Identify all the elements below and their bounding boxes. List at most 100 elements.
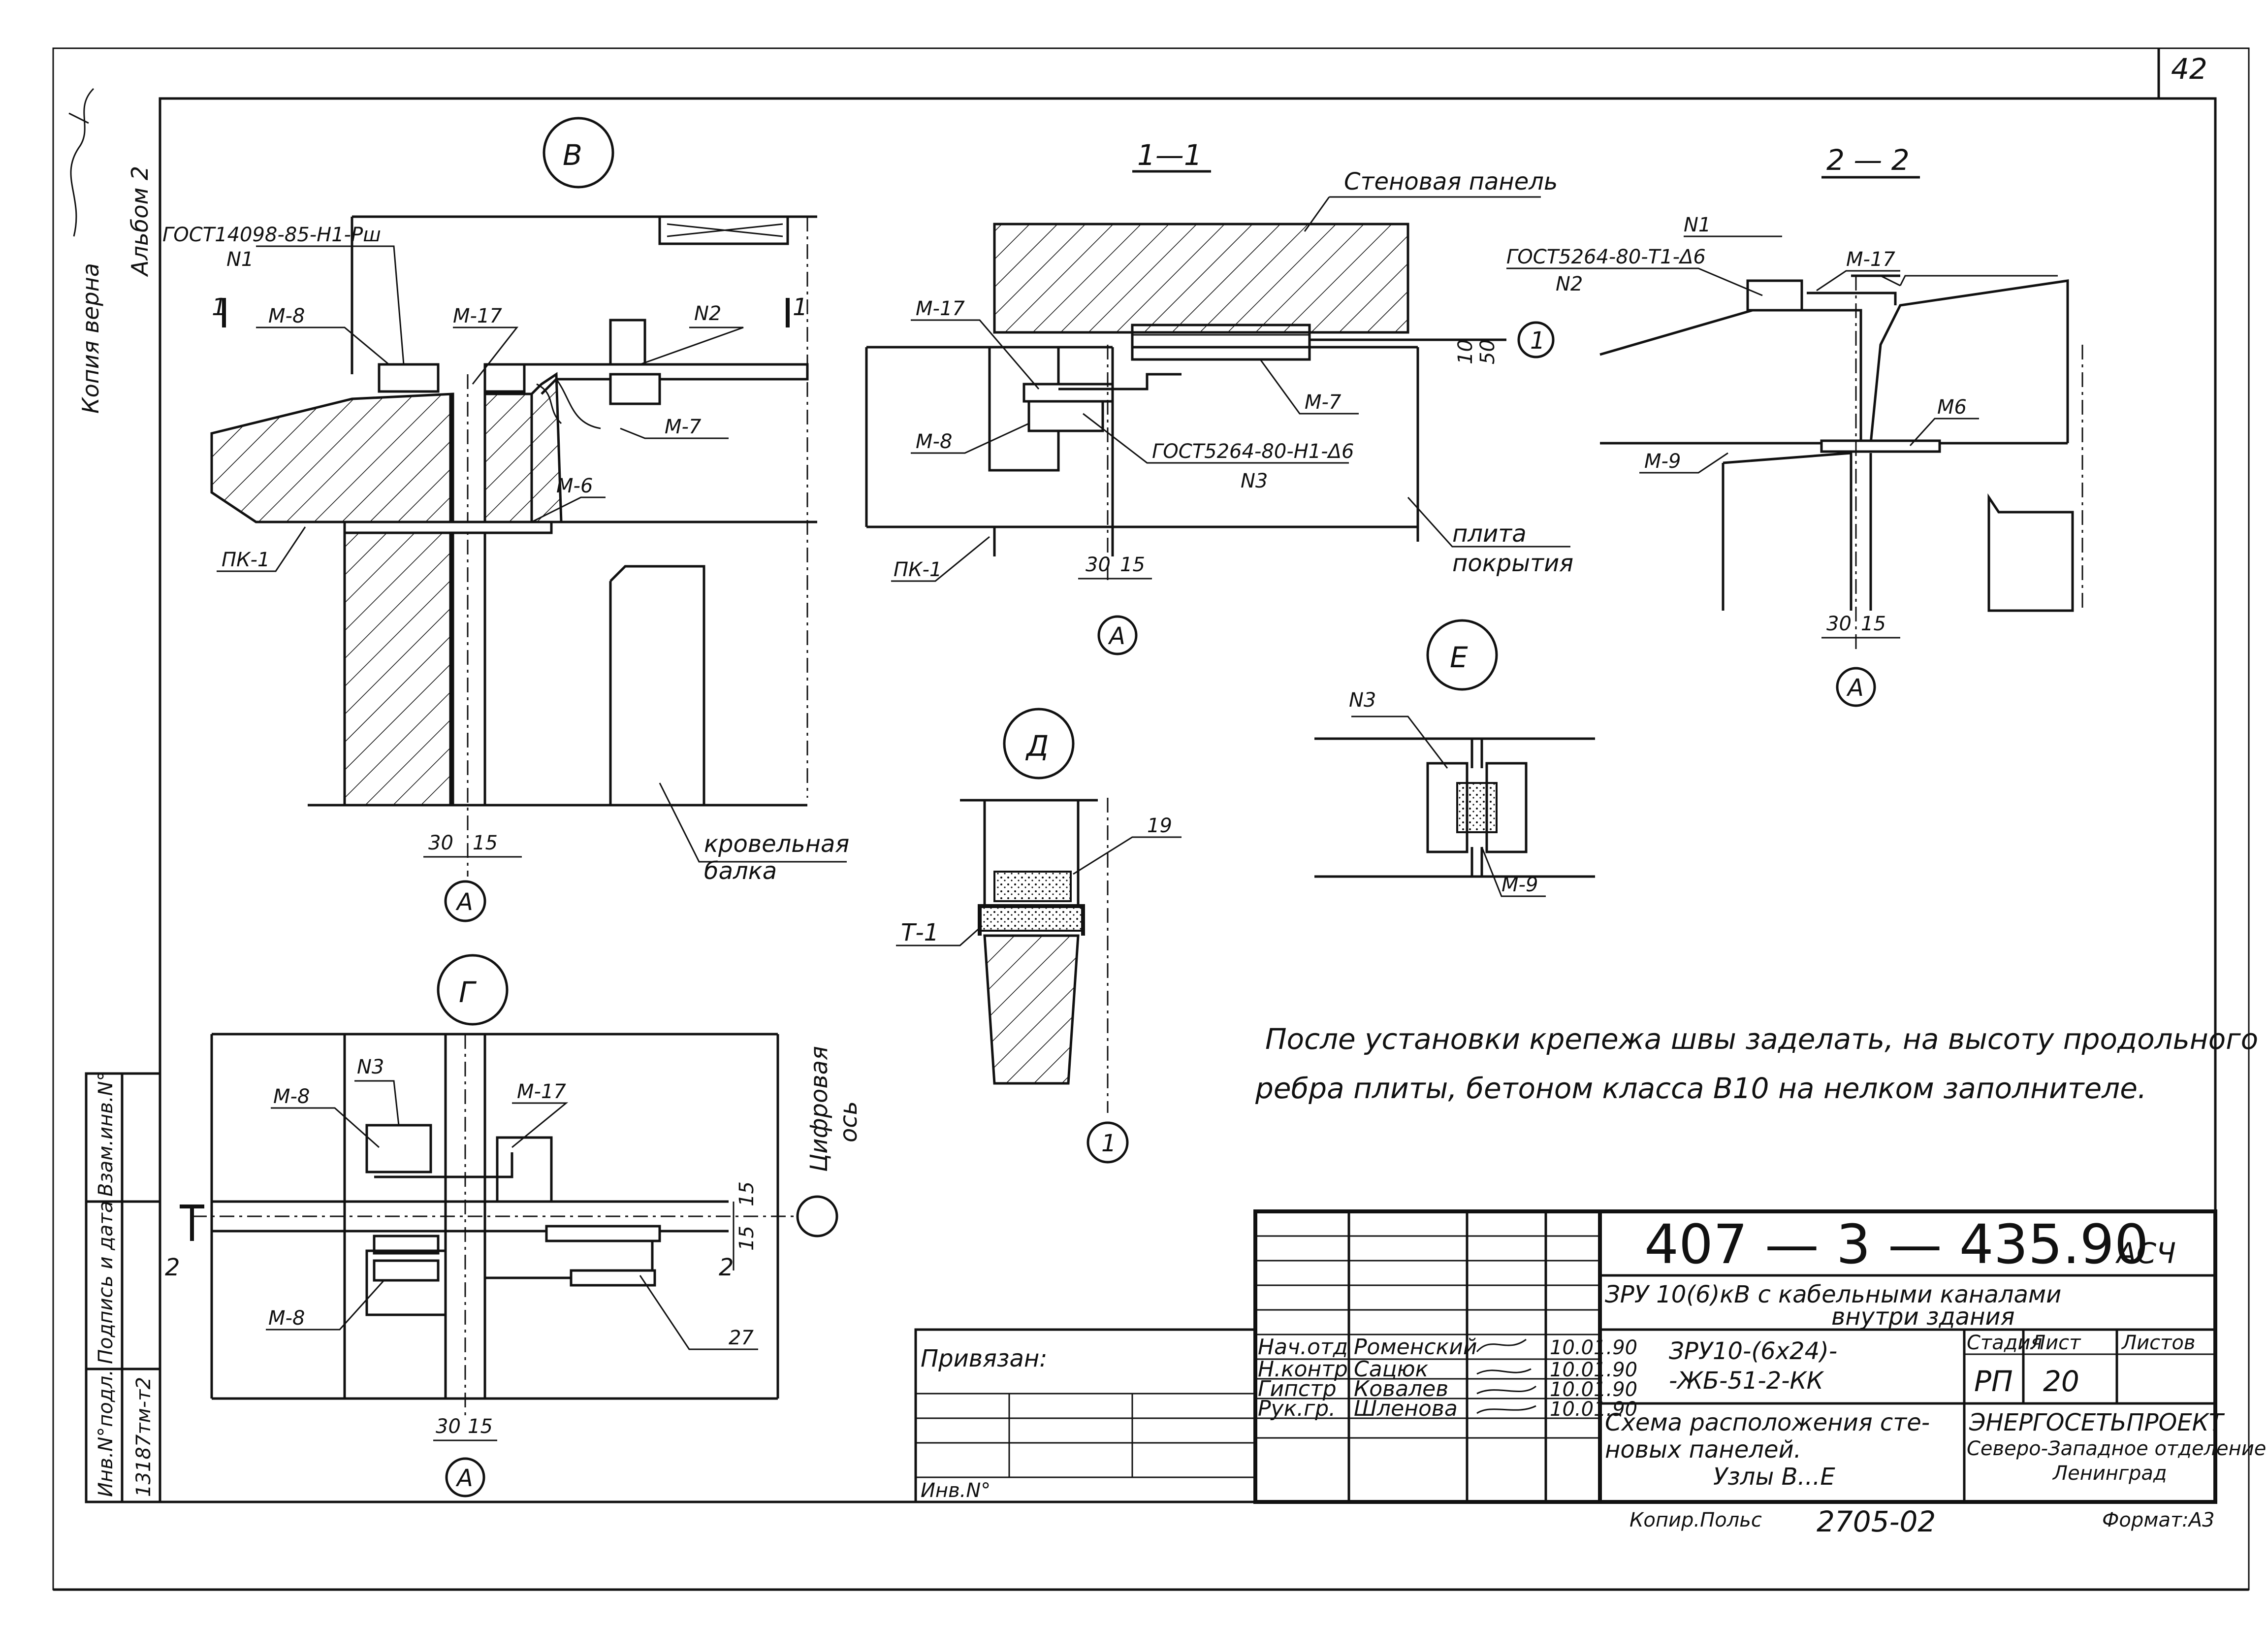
sidebar-inv-orig: Инв.N°подл. xyxy=(95,1369,117,1497)
sidebar-table: Инв.N°подл. 13187тм-т2 Подпись и дата Вз… xyxy=(85,1072,161,1503)
title-org-3: Ленинград xyxy=(2052,1462,2167,1485)
title-desc-2: новых панелей. xyxy=(1605,1436,1801,1464)
node-v-dim-15: 15 xyxy=(473,832,498,854)
node-v-axis: А xyxy=(455,888,473,916)
section-2-2-dim-30: 30 xyxy=(1826,613,1852,635)
section-1-1-wall-label: Стеновая панель xyxy=(1344,168,1558,195)
title-doc-2: -ЖБ-51-2-КК xyxy=(1669,1367,1824,1395)
node-g-dim-15: 15 xyxy=(468,1415,493,1438)
node-e-n3: N3 xyxy=(1349,689,1376,712)
node-v-dim-30: 30 xyxy=(428,832,453,854)
sign-row-3-name: Ковалев xyxy=(1354,1376,1448,1401)
node-v-title: В xyxy=(563,138,582,172)
title-org-1: ЭНЕРГОСЕТЬПРОЕКТ xyxy=(1969,1409,2225,1436)
node-v-section-right: 1 xyxy=(793,293,808,321)
node-v-m7: М-7 xyxy=(665,416,702,438)
node-g-section-right: 2 xyxy=(719,1254,734,1281)
signature-mark xyxy=(68,88,95,237)
section-1-1-pk1: ПК-1 xyxy=(894,558,942,581)
title-org-2: Северо-Западное отделение xyxy=(1967,1437,2266,1460)
sign-row-2-role: Н.контр xyxy=(1258,1357,1348,1382)
title-block: Привязан: Инв.N° Нач.отд Роменский 10.01… xyxy=(914,1209,2266,1504)
node-e-m9: М-9 xyxy=(1501,874,1538,896)
title-sheets-header: Листов xyxy=(2121,1332,2195,1354)
signature-rows: Нач.отд Роменский 10.01.90 Н.контр Сацюк… xyxy=(1258,1335,1637,1421)
node-v: В 1 1 ГОСТ1 xyxy=(162,117,849,922)
section-2-2-n2: N2 xyxy=(1556,273,1583,295)
node-v-m6: М-6 xyxy=(556,475,593,497)
node-v-n1: N1 xyxy=(226,248,254,271)
title-format: Формат:А3 xyxy=(2102,1509,2215,1531)
node-d-axis: 1 xyxy=(1101,1130,1117,1157)
section-1-1-dim-30: 30 xyxy=(1086,554,1111,576)
note-line-1: После установки крепежа швы заделать, на… xyxy=(1265,1022,2258,1056)
title-order-number: 2705-02 xyxy=(1817,1505,1936,1538)
node-e: Е N3 М-9 xyxy=(1314,619,1595,897)
node-v-beam-2: балка xyxy=(704,857,777,885)
title-code: 407 — 3 — 435.90 xyxy=(1644,1213,2149,1276)
note-line-2: ребра плиты, бетоном класса B10 на нелко… xyxy=(1255,1072,2146,1105)
section-1-1-dim-50: 50 xyxy=(1476,339,1499,364)
sign-row-1-date: 10.01.90 xyxy=(1550,1336,1637,1359)
section-2-2: 2 — 2 N1 ГОСТ5264-80-Т1-Δ6 N2 М-17 М6 М-… xyxy=(1506,143,2083,707)
title-desc-3: Узлы В...Е xyxy=(1713,1463,1835,1491)
section-1-1-m8: М-8 xyxy=(916,430,952,453)
node-d-t1: Т-1 xyxy=(901,919,939,946)
section-1-1-m17: М-17 xyxy=(916,297,965,320)
section-2-2-dim-15: 15 xyxy=(1861,613,1886,635)
node-d-title: Д xyxy=(1025,729,1049,763)
sign-row-2-date: 10.01.90 xyxy=(1550,1359,1637,1381)
section-1-1-m7: М-7 xyxy=(1305,391,1342,414)
section-2-2-axis: А xyxy=(1846,674,1864,702)
section-1-1-slab-2: покрытия xyxy=(1452,550,1573,577)
sign-row-2-name: Сацюк xyxy=(1354,1357,1429,1382)
section-2-2-m9: М-9 xyxy=(1644,450,1681,473)
copy-verified-label: Копия верна xyxy=(77,263,104,414)
node-g-axis: А xyxy=(455,1465,473,1492)
section-2-2-m6: М6 xyxy=(1937,396,1967,419)
node-g-m17: М-17 xyxy=(517,1080,566,1103)
title-project-2: внутри здания xyxy=(1831,1303,2015,1331)
section-1-1-axis: А xyxy=(1108,622,1125,650)
section-2-2-title: 2 — 2 xyxy=(1826,143,1910,177)
node-d-19: 19 xyxy=(1147,814,1172,837)
node-g-dim-15a: 15 xyxy=(735,1181,758,1206)
title-sheet-header: Лист xyxy=(2030,1332,2081,1354)
sign-row-3-date: 10.01.90 xyxy=(1550,1378,1637,1401)
title-privyazan: Привязан: xyxy=(921,1345,1047,1372)
section-2-2-gost: ГОСТ5264-80-Т1-Δ6 xyxy=(1506,246,1706,268)
node-g-27: 27 xyxy=(729,1327,754,1349)
node-g-title: Г xyxy=(459,976,477,1009)
section-1-1: 1—1 1 10 50 Стеновая панель М-17 М-8 М-7… xyxy=(865,138,1573,655)
sign-row-3-role: Гипстр xyxy=(1258,1376,1337,1401)
section-1-1-title: 1—1 xyxy=(1137,138,1202,172)
node-g-dim-15b: 15 xyxy=(735,1226,758,1251)
title-stage-header: Стадия xyxy=(1967,1332,2042,1354)
node-g-n3: N3 xyxy=(357,1056,384,1078)
title-copy-label: Копир.Польс xyxy=(1629,1509,1762,1531)
node-v-n2: N2 xyxy=(694,302,721,325)
section-1-1-dim-10: 10 xyxy=(1454,339,1477,364)
sign-row-4-role: Рук.гр. xyxy=(1258,1396,1336,1421)
title-project-1: ЗРУ 10(6)кВ с кабельными каналами xyxy=(1605,1281,2061,1308)
sign-row-4-date: 10.01.90 xyxy=(1550,1398,1637,1421)
section-2-2-n1: N1 xyxy=(1684,214,1711,236)
section-1-1-gost: ГОСТ5264-80-Н1-Δ6 xyxy=(1152,440,1354,463)
node-v-gost: ГОСТ14098-85-Н1-Рш xyxy=(162,224,381,246)
node-g-m8-bottom: М-8 xyxy=(268,1307,305,1330)
section-1-1-n3: N3 xyxy=(1241,470,1268,492)
node-v-section-left: 1 xyxy=(212,293,227,321)
node-g-section-left: 2 xyxy=(165,1254,180,1281)
section-1-1-axis-1: 1 xyxy=(1530,327,1545,355)
node-g: Г 2 2 15 15 Цифровая ось М- xyxy=(165,954,862,1498)
node-g-dim-30: 30 xyxy=(436,1415,461,1438)
node-v-m17: М-17 xyxy=(453,305,502,327)
sign-row-1-name: Роменский xyxy=(1354,1335,1477,1360)
node-g-axis-label-2: ось xyxy=(835,1101,862,1142)
title-desc-1: Схема расположения сте- xyxy=(1605,1409,1930,1436)
title-inv-label: Инв.N° xyxy=(921,1479,990,1502)
sign-row-1-role: Нач.отд xyxy=(1258,1335,1348,1360)
title-stage: РП xyxy=(1974,1365,2013,1398)
sign-row-4-name: Шленова xyxy=(1354,1396,1458,1421)
